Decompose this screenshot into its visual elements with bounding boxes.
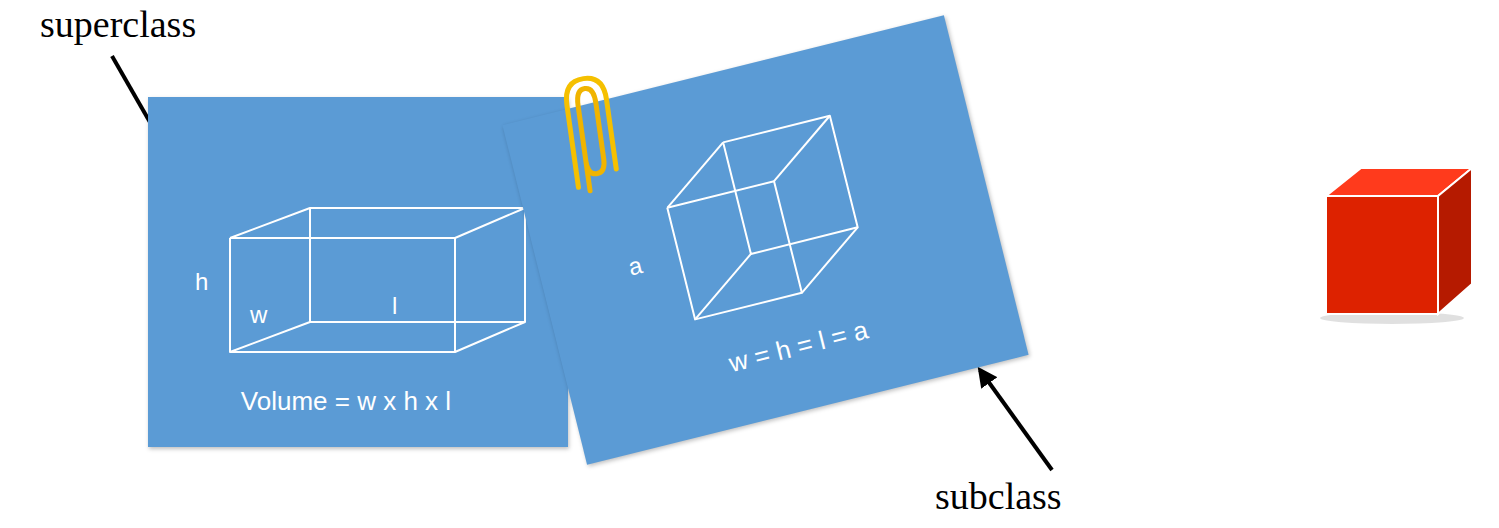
red-cube bbox=[1320, 168, 1472, 324]
blueprint-card: Volume = w x h x l h w l bbox=[148, 97, 568, 447]
formula-text: w = h = l = a bbox=[726, 315, 871, 377]
dimension-label: a bbox=[626, 252, 645, 281]
cube-drawing bbox=[502, 15, 1028, 465]
formula-text: Volume = w x h x l bbox=[241, 387, 451, 416]
wireframe-edge bbox=[683, 254, 763, 319]
dimension-label: h bbox=[195, 269, 208, 295]
wireframe-edge bbox=[230, 208, 525, 238]
wireframe-edge bbox=[762, 116, 842, 181]
wireframe-edge bbox=[455, 208, 525, 352]
blueprint-card: w = h = l = a a bbox=[502, 15, 1028, 465]
dimension-label: w bbox=[250, 302, 267, 328]
wireframe-edge bbox=[230, 238, 455, 352]
wireframe-edge bbox=[723, 116, 858, 254]
wireframe-edge bbox=[655, 142, 735, 207]
wireframe-edge bbox=[790, 227, 870, 292]
wireframe-edge bbox=[310, 208, 525, 322]
callout-label: superclass bbox=[40, 4, 196, 46]
callout-label: subclass bbox=[935, 476, 1062, 518]
leader-arrow bbox=[980, 370, 1052, 470]
dimension-label: l bbox=[392, 293, 397, 319]
wireframe-edge bbox=[667, 181, 802, 319]
wireframe-edge bbox=[230, 322, 310, 352]
